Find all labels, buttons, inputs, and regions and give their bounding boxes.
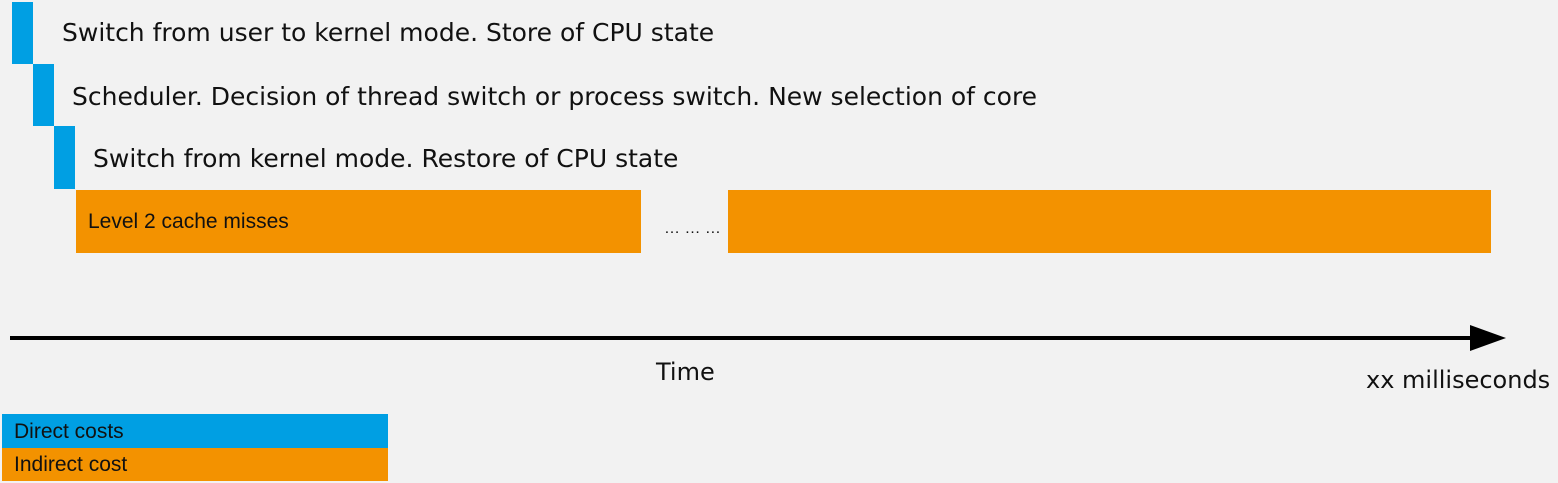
indirect-cost-block-start: Level 2 cache misses [76,190,641,253]
legend-direct-costs: Direct costs [2,414,388,449]
indirect-cost-block-end [728,190,1491,253]
cache-misses-label: Level 2 cache misses [88,210,289,233]
time-axis-label: Time [656,358,715,386]
time-axis-arrowhead [1470,325,1506,351]
direct-cost-bar-2 [33,64,54,126]
legend-indirect-cost-label: Indirect cost [14,453,128,476]
time-axis-end-label: xx milliseconds [1366,366,1551,394]
step-label-user-to-kernel: Switch from user to kernel mode. Store o… [62,18,715,47]
step-label-kernel-restore: Switch from kernel mode. Restore of CPU … [93,144,679,173]
time-axis-line [10,336,1480,340]
direct-cost-bar-1 [12,2,33,64]
direct-cost-bar-3 [54,126,75,189]
step-label-scheduler: Scheduler. Decision of thread switch or … [72,82,1038,111]
legend-indirect-cost: Indirect cost [2,448,388,481]
legend-direct-costs-label: Direct costs [14,420,124,443]
gap-ellipsis: … … … [664,220,721,237]
